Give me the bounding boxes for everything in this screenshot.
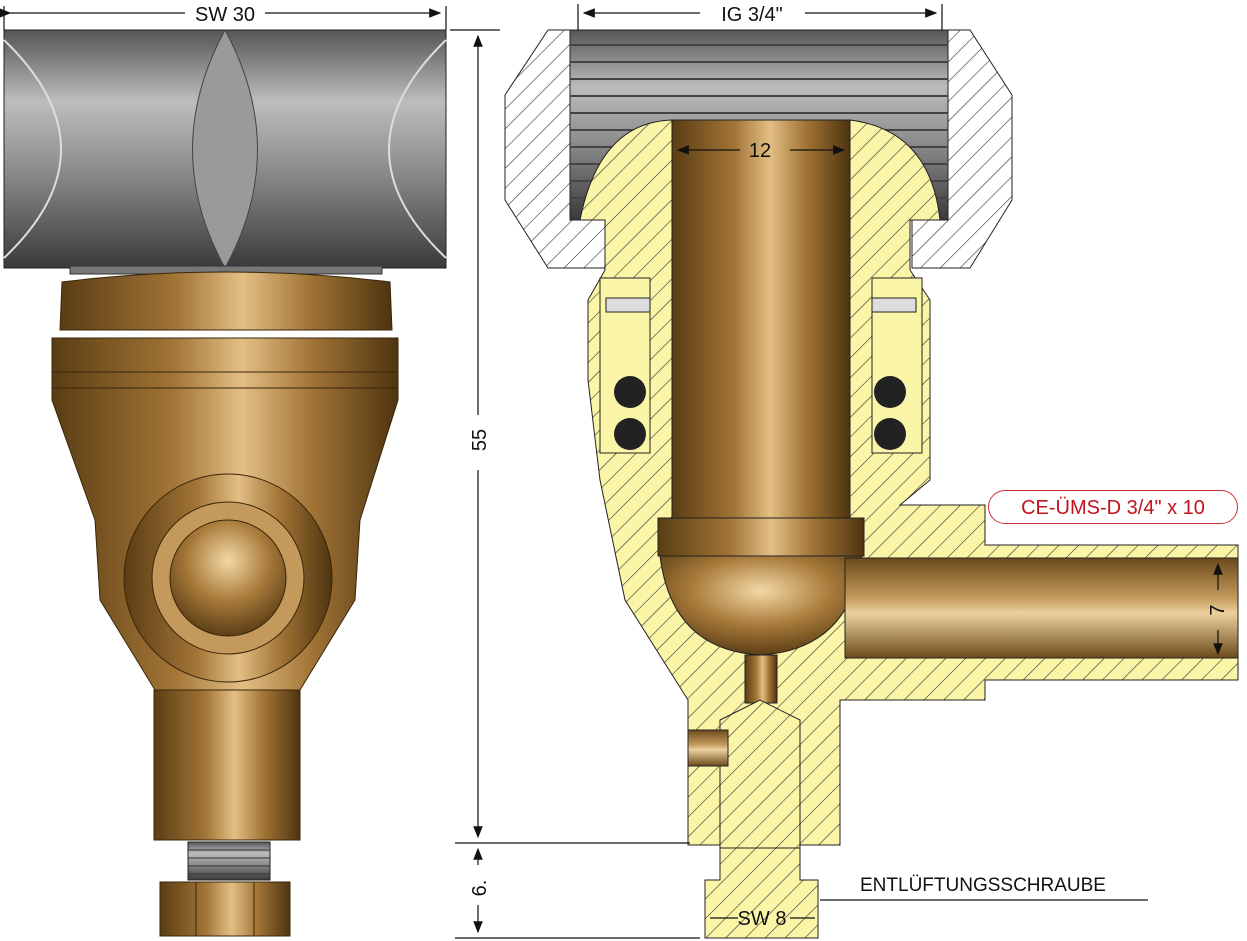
external-view [3,29,447,937]
dim-thread: IG 3/4" [721,4,783,26]
dim-hose-bore: 7 [1207,604,1229,615]
dim-hex-width: SW 30 [195,4,255,26]
product-callout: CE-ÜMS-D 3/4" x 10 [988,490,1238,524]
dim-height: 55 [469,429,491,451]
dim-small-height: 6. [469,880,491,897]
dim-bore: 12 [749,140,771,162]
dimensions [0,4,1223,939]
dim-vent-hex: SW 8 [738,908,787,930]
vent-screw-label: ENTLÜFTUNGSSCHRAUBE [860,875,1106,896]
section-view [504,29,1239,939]
